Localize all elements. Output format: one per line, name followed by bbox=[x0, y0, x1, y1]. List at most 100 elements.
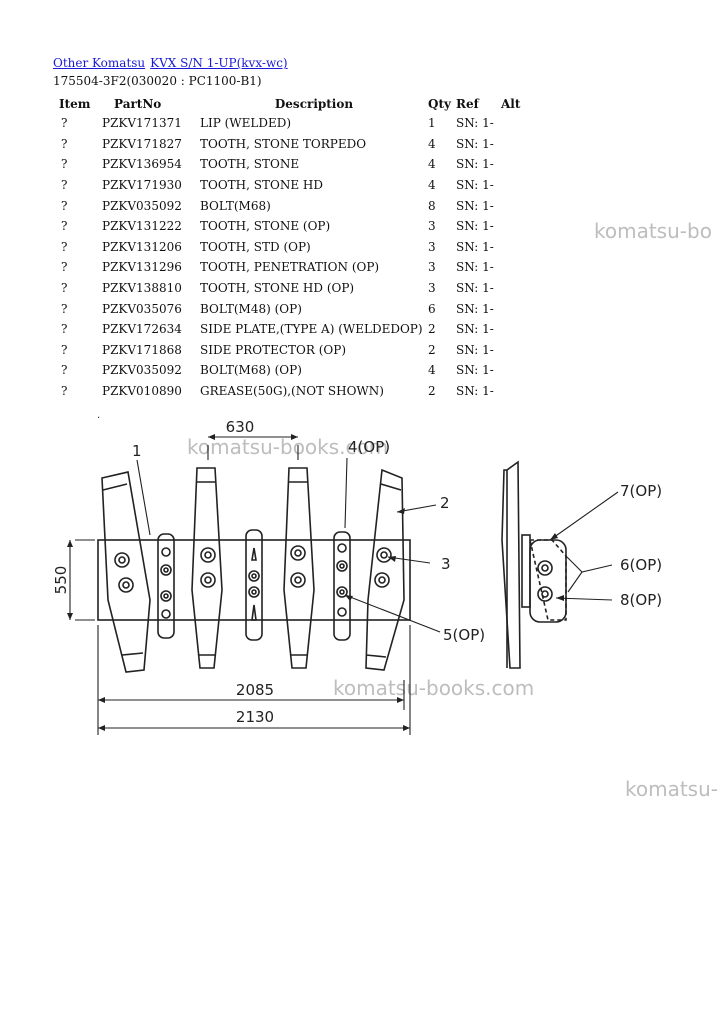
item-cell: ? bbox=[61, 363, 68, 378]
partno-cell: PZKV131296 bbox=[102, 260, 182, 275]
item-cell: ? bbox=[61, 239, 68, 254]
dim-label-outer: 2130 bbox=[236, 708, 274, 726]
description-cell: GREASE(50G),(NOT SHOWN) bbox=[200, 384, 384, 399]
item-cell: ? bbox=[61, 301, 68, 316]
tooth-4 bbox=[365, 468, 405, 671]
partno-cell: PZKV035092 bbox=[102, 198, 182, 213]
dim-label-top: 630 bbox=[226, 418, 255, 436]
qty-cell: 2 bbox=[428, 384, 436, 399]
item-cell: ? bbox=[61, 178, 68, 193]
table-header-row: Item PartNo Description Qty Ref Alt bbox=[53, 94, 531, 113]
item-cell: ? bbox=[61, 157, 68, 172]
watermark: komatsu- bbox=[625, 777, 718, 801]
description-cell: SIDE PLATE,(TYPE A) (WELDEDOP) bbox=[200, 322, 423, 337]
item-cell: ? bbox=[61, 322, 68, 337]
partno-cell: PZKV171930 bbox=[102, 178, 182, 193]
qty-cell: 4 bbox=[428, 157, 436, 172]
item-cell: ? bbox=[61, 219, 68, 234]
callout-6: 6(OP) bbox=[620, 556, 662, 574]
table-row: ? PZKV035092 BOLT(M68) 8 SN: 1- bbox=[53, 195, 531, 216]
ref-cell: SN: 1- bbox=[456, 342, 494, 357]
description-cell: SIDE PROTECTOR (OP) bbox=[200, 342, 347, 357]
breadcrumb-link-other-komatsu[interactable]: Other Komatsu bbox=[53, 56, 146, 70]
watermark: komatsu-books.com bbox=[333, 676, 535, 700]
description-cell: BOLT(M48) (OP) bbox=[200, 301, 302, 316]
partno-cell: PZKV171868 bbox=[102, 342, 182, 357]
item-cell: ? bbox=[61, 281, 68, 296]
leader-lines bbox=[136, 457, 619, 633]
qty-cell: 4 bbox=[428, 363, 436, 378]
tooth-1 bbox=[101, 471, 151, 673]
qty-cell: 4 bbox=[428, 136, 436, 151]
callout-2: 2 bbox=[440, 494, 450, 512]
table-row: ? PZKV035076 BOLT(M48) (OP) 6 SN: 1- bbox=[53, 298, 531, 319]
shroud-3 bbox=[333, 531, 351, 641]
description-cell: TOOTH, STD (OP) bbox=[200, 239, 311, 254]
ref-cell: SN: 1- bbox=[456, 116, 494, 131]
partno-cell: PZKV035092 bbox=[102, 363, 182, 378]
qty-cell: 2 bbox=[428, 322, 436, 337]
ref-cell: SN: 1- bbox=[456, 198, 494, 213]
description-cell: TOOTH, STONE TORPEDO bbox=[200, 136, 367, 151]
qty-cell: 6 bbox=[428, 301, 436, 316]
header-qty: Qty bbox=[428, 96, 451, 111]
dim-label-inner: 2085 bbox=[236, 681, 274, 699]
ref-cell: SN: 1- bbox=[456, 301, 494, 316]
item-cell: ? bbox=[61, 116, 68, 131]
item-cell: ? bbox=[61, 198, 68, 213]
shroud-1 bbox=[157, 533, 175, 639]
dim-label-left: 550 bbox=[52, 566, 70, 595]
callout-3: 3 bbox=[441, 555, 451, 573]
description-cell: BOLT(M68) (OP) bbox=[200, 363, 302, 378]
qty-cell: 3 bbox=[428, 219, 436, 234]
qty-cell: 4 bbox=[428, 178, 436, 193]
parts-table: Item PartNo Description Qty Ref Alt ? PZK… bbox=[53, 94, 531, 401]
qty-cell: 3 bbox=[428, 260, 436, 275]
item-cell: ? bbox=[61, 342, 68, 357]
side-view bbox=[501, 460, 567, 669]
partno-cell: PZKV171371 bbox=[102, 116, 182, 131]
dimension-lines bbox=[69, 436, 411, 735]
table-row: ? PZKV131222 TOOTH, STONE (OP) 3 SN: 1- bbox=[53, 216, 531, 237]
header-partno: PartNo bbox=[114, 96, 162, 111]
description-cell: TOOTH, STONE bbox=[200, 157, 300, 172]
partno-cell: PZKV131222 bbox=[102, 219, 182, 234]
partno-cell: PZKV035076 bbox=[102, 301, 182, 316]
stray-dot: . bbox=[97, 410, 101, 421]
description-cell: TOOTH, PENETRATION (OP) bbox=[200, 260, 380, 275]
header-description: Description bbox=[274, 96, 354, 111]
callout-4: 4(OP) bbox=[348, 438, 390, 456]
watermark: komatsu-bo bbox=[594, 219, 712, 243]
callout-5: 5(OP) bbox=[443, 626, 485, 644]
ref-cell: SN: 1- bbox=[456, 239, 494, 254]
tooth-2 bbox=[191, 467, 223, 669]
description-cell: TOOTH, STONE (OP) bbox=[200, 219, 331, 234]
partno-cell: PZKV138810 bbox=[102, 281, 182, 296]
partno-cell: PZKV136954 bbox=[102, 157, 182, 172]
description-cell: BOLT(M68) bbox=[200, 198, 271, 213]
header-ref: Ref bbox=[456, 96, 479, 111]
description-cell: LIP (WELDED) bbox=[200, 116, 292, 131]
ref-cell: SN: 1- bbox=[456, 157, 494, 172]
ref-cell: SN: 1- bbox=[456, 219, 494, 234]
qty-cell: 3 bbox=[428, 281, 436, 296]
ref-cell: SN: 1- bbox=[456, 322, 494, 337]
partno-cell: PZKV131206 bbox=[102, 239, 182, 254]
arrowheads bbox=[67, 434, 564, 731]
item-cell: ? bbox=[61, 260, 68, 275]
description-cell: TOOTH, STONE HD bbox=[200, 178, 323, 193]
table-row: ? PZKV136954 TOOTH, STONE 4 SN: 1- bbox=[53, 154, 531, 175]
breadcrumb-link-kvx[interactable]: KVX S/N 1-UP(kvx-wc) bbox=[150, 56, 288, 70]
header-item: Item bbox=[59, 96, 91, 111]
ref-cell: SN: 1- bbox=[456, 384, 494, 399]
qty-cell: 8 bbox=[428, 198, 436, 213]
